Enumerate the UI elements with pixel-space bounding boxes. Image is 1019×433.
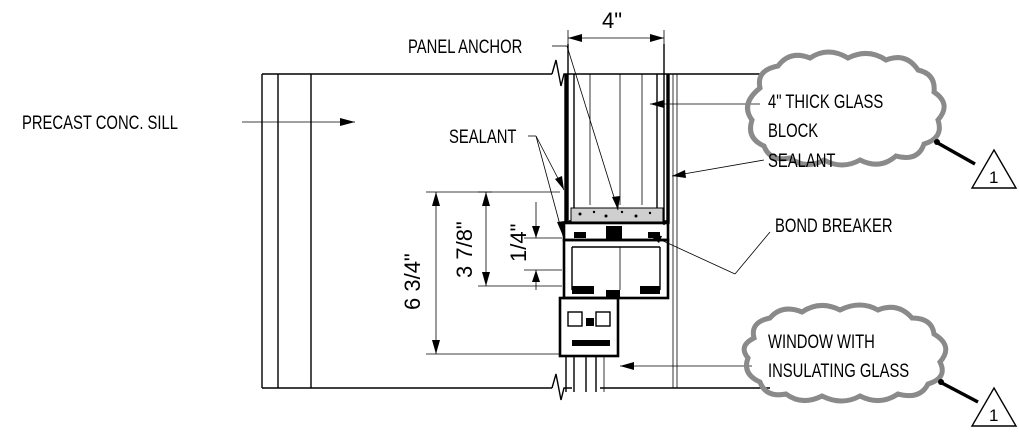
dimension-top-width-text: 4": [602, 8, 622, 33]
dimension-small-height-text: 1/4": [506, 224, 531, 262]
dimension-top-width: [567, 30, 665, 48]
precast-sill-outline: [261, 59, 770, 401]
revision-tag-2-text: 1: [989, 406, 998, 425]
dimension-overall-height: [426, 191, 560, 355]
glass-block-label-line1: 4" THICK GLASS: [768, 91, 883, 112]
leader-bond-breaker: [647, 231, 771, 275]
leader-sealant-right: [671, 159, 765, 178]
leader-sealant-left: [528, 135, 565, 237]
sealant-right-label: SEALANT: [768, 150, 835, 171]
setting-bed: [570, 207, 664, 223]
revision-cloud-glass-block: [745, 49, 947, 168]
dimension-small-height: [524, 202, 562, 290]
panel-anchor-label: PANEL ANCHOR: [408, 36, 522, 57]
revision-tag-2: [938, 379, 1018, 427]
window-label-line2: INSULATING GLASS: [768, 360, 909, 381]
dimension-overall-height-text: 6 3/4": [400, 253, 425, 310]
leader-window: [620, 362, 752, 370]
sealant-left-label: SEALANT: [449, 126, 516, 147]
bond-breaker-label: BOND BREAKER: [775, 215, 893, 236]
window-label-line1: WINDOW WITH: [768, 331, 875, 352]
revision-tag-1-text: 1: [989, 168, 998, 187]
revision-cloud-window: [741, 302, 949, 404]
leader-precast-sill: [242, 118, 355, 126]
glass-block: [564, 44, 678, 388]
revision-tag-1: [934, 139, 1018, 189]
precast-sill-label: PRECAST CONC. SILL: [22, 112, 178, 133]
dimension-mid-height-text: 3 7/8": [452, 221, 477, 278]
leader-panel-anchor: [552, 45, 620, 211]
dimension-mid-height: [478, 191, 562, 287]
leader-glass-block: [650, 100, 760, 108]
glass-block-label-line2: BLOCK: [768, 120, 819, 141]
window-frame: [558, 221, 670, 392]
